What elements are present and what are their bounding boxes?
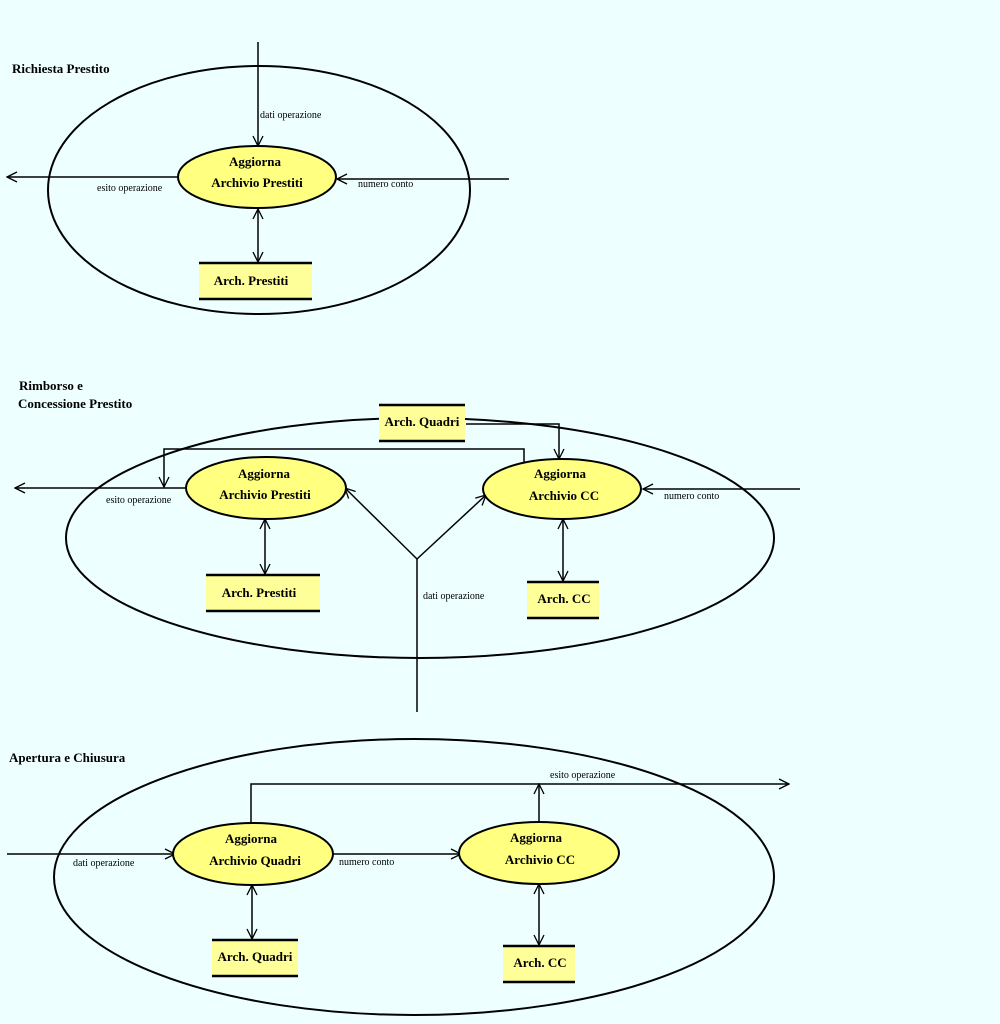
process-aggiorna-archivio-prestiti (177, 145, 337, 209)
section-title-line1: Rimborso e (19, 378, 83, 393)
process-label-line1: Aggiorna (225, 831, 278, 846)
store-label: Arch. Quadri (218, 949, 293, 964)
process-aggiorna-archivio-cc (458, 821, 620, 885)
flow-dati-to-prestiti-arrow (345, 488, 418, 560)
process-label-line2: Archivio CC (529, 488, 599, 503)
store-label: Arch. Prestiti (222, 585, 297, 600)
process-label-line1: Aggiorna (510, 830, 563, 845)
process-label-line1: Aggiorna (229, 154, 282, 169)
store-arch-cc (503, 946, 575, 982)
process-label-line2: Archivio CC (505, 852, 575, 867)
store-label: Arch. Quadri (385, 414, 460, 429)
context-boundary (53, 738, 775, 1016)
process-aggiorna-archivio-quadri (172, 822, 334, 886)
section-rimborso-concessione-prestito: Rimborso e Concessione Prestito esito op… (15, 378, 800, 712)
store-arch-quadri (379, 405, 465, 441)
flow-dati-to-cc-arrow (416, 495, 486, 560)
flow-label-esito-operazione: esito operazione (97, 183, 163, 194)
section-apertura-chiusura: Apertura e Chiusura esito operazione dat… (7, 738, 789, 1016)
process-label-line2: Archivio Prestiti (211, 175, 303, 190)
section-title: Richiesta Prestito (12, 61, 110, 76)
flow-label-numero-conto: numero conto (664, 491, 719, 502)
flow-cc-to-prestiti-arrow (164, 448, 525, 487)
store-arch-cc (527, 582, 599, 618)
process-label-line2: Archivio Prestiti (219, 487, 311, 502)
process-label-line1: Aggiorna (534, 466, 587, 481)
flow-label-numero-conto: numero conto (358, 179, 413, 190)
context-boundary (65, 417, 775, 659)
flow-label-esito-operazione: esito operazione (550, 770, 616, 781)
store-arch-prestiti (206, 575, 320, 611)
store-arch-quadri (212, 940, 298, 976)
flow-quadri-to-cc-arrow (466, 423, 559, 459)
process-aggiorna-archivio-prestiti (185, 456, 347, 520)
section-title-line2: Concessione Prestito (18, 396, 132, 411)
context-boundary (47, 65, 471, 315)
store-label: Arch. Prestiti (214, 273, 289, 288)
flow-label-numero-conto: numero conto (339, 857, 394, 868)
flow-label-dati-operazione: dati operazione (73, 858, 135, 869)
section-title: Apertura e Chiusura (9, 750, 126, 765)
process-aggiorna-archivio-cc (482, 458, 642, 520)
store-label: Arch. CC (513, 955, 566, 970)
flow-label-esito-operazione: esito operazione (106, 495, 172, 506)
section-richiesta-prestito: Richiesta Prestito dati operazione esito… (7, 42, 509, 315)
store-label: Arch. CC (537, 591, 590, 606)
process-label-line1: Aggiorna (238, 466, 291, 481)
process-label-line2: Archivio Quadri (209, 853, 301, 868)
flow-esito-operazione-arrow (250, 784, 789, 824)
store-arch-prestiti (199, 263, 312, 299)
flow-label-dati-operazione: dati operazione (260, 110, 322, 121)
flow-label-dati-operazione: dati operazione (423, 591, 485, 602)
